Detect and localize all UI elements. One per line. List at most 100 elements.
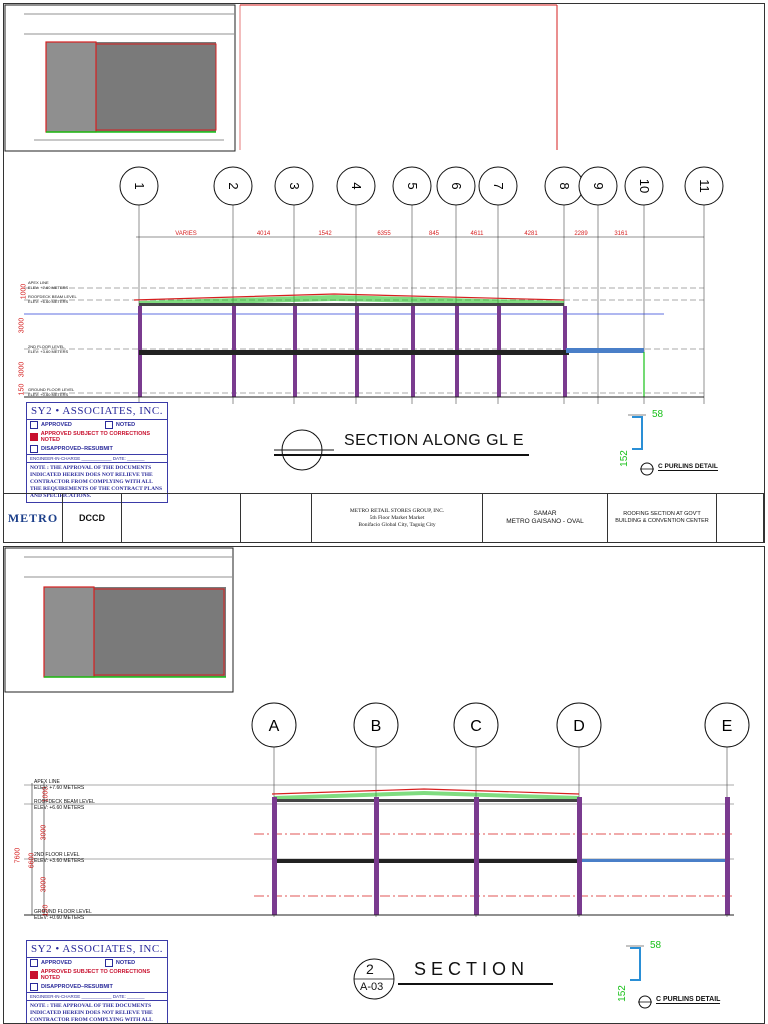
gridline-label: 9 <box>591 182 606 189</box>
column <box>272 797 277 915</box>
checkbox-disapproved-2 <box>30 983 38 991</box>
gridline-11: 11 <box>684 166 724 404</box>
section-drawing-2: A B C D E <box>4 547 750 917</box>
gridline-label: 11 <box>697 179 712 193</box>
title-block: METRO DCCD METRO RETAIL STORES GROUP, IN… <box>4 493 764 542</box>
dccd-logo: DCCD <box>63 494 122 542</box>
stamp-disapproved-row-2: DISAPPROVED–RESUBMIT <box>27 982 167 992</box>
vdim-3000-upper: 3000 <box>18 317 26 334</box>
vdim2-3000-upper: 3000 <box>40 824 48 841</box>
stamp-note-2: NOTE : THE APPROVAL OF THE DOCUMENTS IND… <box>27 1000 167 1023</box>
sheet-number-box <box>717 494 764 542</box>
stamp-disapproved-row: DISAPPROVED–RESUBMIT <box>27 444 167 454</box>
gridline-9: 9 <box>578 166 618 404</box>
gridline-label: C <box>470 718 482 735</box>
detail-marker-icon-2 <box>638 995 652 1009</box>
vdim2-3000-lower: 3000 <box>40 876 48 893</box>
gridline-label: 6 <box>449 182 464 189</box>
gridline-label: 4 <box>349 182 364 189</box>
dimension-label: 6355 <box>377 231 391 237</box>
client-info: METRO RETAIL STORES GROUP, INC.5th Floor… <box>312 494 483 542</box>
metro-logo: METRO <box>4 494 63 542</box>
checkbox-disapproved <box>30 445 38 453</box>
column <box>474 797 479 915</box>
column <box>725 797 730 915</box>
section-title-2: SECTION <box>414 959 530 979</box>
checkbox-corrections-2 <box>30 971 38 979</box>
checkbox-noted <box>104 421 113 429</box>
dimension-label: 845 <box>429 231 440 237</box>
vdim-150: 150 <box>18 383 26 396</box>
checkbox-approved-2 <box>30 959 38 967</box>
dimension-label: 4014 <box>257 231 271 237</box>
key-plan <box>4 4 236 152</box>
gridline-label: B <box>371 718 382 735</box>
dimension-label: VARIES <box>175 231 197 237</box>
detail-marker-icon <box>640 462 654 476</box>
section-bubble-icon <box>353 958 395 1000</box>
gridline-label: 2 <box>226 182 241 189</box>
gridline-label: E <box>722 718 733 735</box>
section-title-block-2: 2 A-03 SECTION <box>344 955 564 1015</box>
gridline-label: 1 <box>132 182 147 189</box>
section-sheet-ref: A-03 <box>360 981 384 993</box>
section-title: SECTION ALONG GL E <box>344 432 525 449</box>
overall-dim-7600: 7600 <box>14 847 22 864</box>
purlin-width: 58 <box>652 409 664 420</box>
purlin-title-2: C PURLINS DETAIL <box>656 996 721 1004</box>
drawing-key-box <box>241 494 312 542</box>
column <box>577 797 582 915</box>
gridline-label: 7 <box>491 182 506 189</box>
gridline-label: 8 <box>557 182 572 189</box>
stamp-note: NOTE : THE APPROVAL OF THE DOCUMENTS IND… <box>27 462 167 502</box>
c-purlin-icon <box>628 414 646 450</box>
stamp-signature-line: ENGINEER-IN-CHARGE ____________ DATE: __… <box>27 454 167 462</box>
stamp-title-2: SY2 • ASSOCIATES, INC. <box>27 941 167 958</box>
section-marker-icon <box>274 429 334 471</box>
dimension-label: 3161 <box>614 231 628 237</box>
purlin-height: 152 <box>618 450 630 467</box>
stamp-signature-line-2: ENGINEER-IN-CHARGE ____________ DATE: __… <box>27 992 167 1000</box>
gridline-label: 10 <box>637 179 652 193</box>
checkbox-approved <box>30 421 38 429</box>
purlin-title: C PURLINS DETAIL <box>658 463 718 471</box>
gridline-7: 7 <box>478 166 518 404</box>
dimension-label: 2289 <box>574 231 588 237</box>
c-purlin-icon-2 <box>626 945 644 981</box>
column <box>374 797 379 915</box>
dimension-label: 4281 <box>524 231 538 237</box>
dimension-label: 4611 <box>471 231 485 237</box>
stamp-corrections-row-2: APPROVED SUBJECT TO CORRECTIONS NOTED <box>27 968 167 982</box>
key-plan-2 <box>4 547 234 693</box>
gridline-label: A <box>269 718 280 735</box>
gridline-label: 3 <box>287 182 302 189</box>
vdim-3000-lower: 3000 <box>18 361 26 378</box>
dimension-label: 1542 <box>318 231 332 237</box>
vdim-1000: 1000 <box>20 283 28 300</box>
purlin-height-2: 152 <box>616 985 628 1002</box>
stamp-title: SY2 • ASSOCIATES, INC. <box>27 403 167 420</box>
checkbox-corrections <box>30 433 38 441</box>
purlin-detail: 58 152 C PURLINS DETAIL <box>619 409 754 479</box>
gridline-label: D <box>573 718 585 735</box>
checkbox-noted-2 <box>104 959 113 967</box>
gridline-10: 10 <box>624 166 664 404</box>
purlin-detail-2: 58 152 C PURLINS DETAIL <box>617 940 757 1015</box>
section-number: 2 <box>366 961 374 977</box>
